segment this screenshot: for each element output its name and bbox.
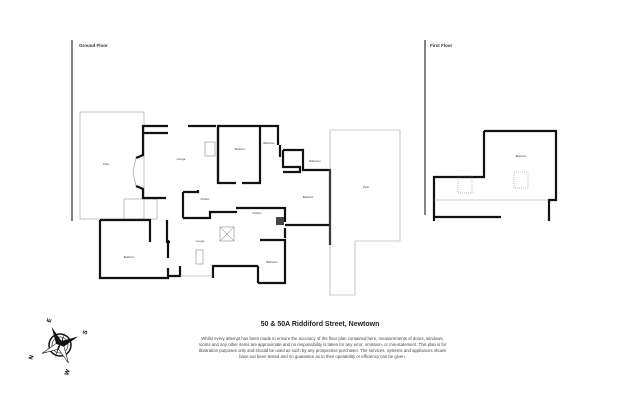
- skylight-upstairs: [513, 171, 529, 189]
- room-label-bedroom-upstairs: Bedroom: [516, 154, 527, 158]
- disclaimer: Whilst every attempt has been made to en…: [198, 336, 447, 360]
- skylight: [219, 226, 235, 242]
- compass-s: S: [83, 330, 90, 336]
- step-area: [123, 198, 158, 220]
- room-label-lounge: Lounge: [177, 157, 186, 161]
- room-label-lounge-2: Lounge: [196, 239, 205, 243]
- deck-area: [329, 129, 401, 296]
- room-label-bathroom-3: Bathroom: [266, 260, 277, 264]
- room-label-bathroom-1: Bathroom: [263, 141, 274, 145]
- room-label-kitchen-1: Kitchen: [201, 197, 210, 201]
- stove: [276, 217, 284, 225]
- stairs: [204, 141, 216, 157]
- compass-n: N: [28, 355, 35, 361]
- first-floor-label: First Floor: [430, 43, 453, 48]
- compass-rose-icon: [41, 326, 79, 364]
- room-label-bathroom-2: Bathroom: [309, 159, 320, 163]
- table: [195, 249, 204, 265]
- room-label-deck: Deck: [363, 185, 370, 189]
- room-label-kitchen-2: Kitchen: [253, 211, 262, 215]
- room-label-bedroom-1: Bedroom: [235, 147, 246, 151]
- ground-floor-label: Ground Floor: [79, 43, 108, 48]
- room-label-bedroom-2: Bedroom: [303, 195, 314, 199]
- room-label-bedroom-3: Bedroom: [124, 255, 135, 259]
- bay-window: [132, 157, 137, 187]
- compass-w: W: [64, 369, 72, 377]
- property-address: 50 & 50A Riddiford Street, Newtown: [260, 321, 380, 328]
- room-label-patio: Patio: [103, 162, 109, 166]
- stair-void: [457, 175, 473, 194]
- compass-e: E: [47, 318, 54, 324]
